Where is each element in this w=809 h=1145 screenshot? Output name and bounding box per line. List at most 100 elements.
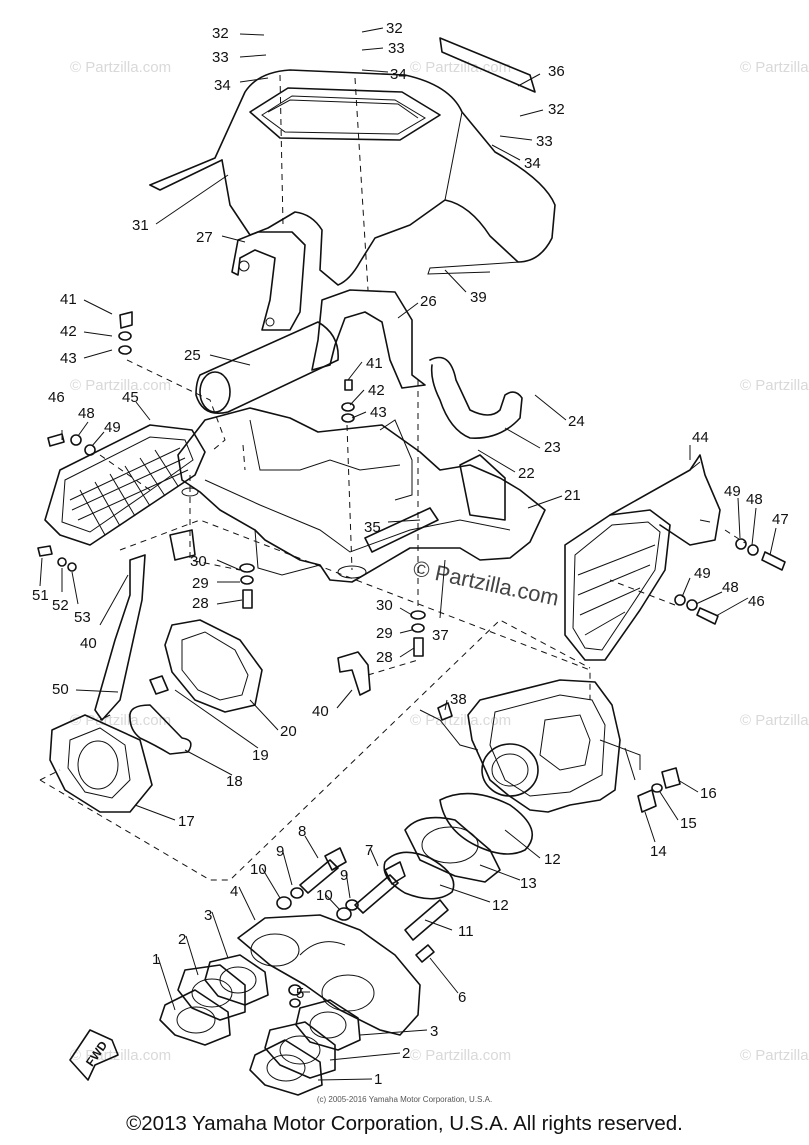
carburetor (467, 679, 621, 813)
watermark: © Partzilla.com (70, 377, 171, 394)
callout-label: 3 (204, 907, 212, 924)
callout-label: 46 (48, 389, 65, 406)
seal-strip (439, 37, 536, 93)
holder-13 (404, 816, 501, 883)
callout-label: 44 (692, 429, 709, 446)
watermark: © Partzilla.com (70, 59, 171, 76)
callout-label: 30 (376, 597, 393, 614)
callout-label: 46 (748, 593, 765, 610)
callout-label: 2 (402, 1045, 410, 1062)
callout-label: 38 (450, 691, 467, 708)
callout-label: 10 (250, 861, 267, 878)
watermark: © Partzilla.com (740, 712, 809, 729)
callout-label: 34 (214, 77, 231, 94)
callout-label: 43 (60, 350, 77, 367)
fwd-arrow (69, 1029, 119, 1081)
gasket-20 (164, 619, 263, 713)
callout-label: 6 (458, 989, 466, 1006)
watermark: © Partzilla.com (70, 1047, 171, 1064)
watermark: © Partzilla.com (410, 59, 511, 76)
callout-label: 32 (212, 25, 229, 42)
callout-label: 40 (80, 635, 97, 652)
tube-25 (195, 321, 339, 414)
callout-label: 24 (568, 413, 585, 430)
callout-label: 34 (390, 66, 407, 83)
callout-label: 49 (694, 565, 711, 582)
callout-label: 19 (252, 747, 269, 764)
callout-label: 48 (722, 579, 739, 596)
callout-label: 48 (78, 405, 95, 422)
callout-label: 25 (184, 347, 201, 364)
callout-label: 45 (122, 389, 139, 406)
callout-label: 28 (376, 649, 393, 666)
callout-label: 52 (52, 597, 69, 614)
stud-11 (404, 899, 449, 941)
watermark: © Partzilla.com (410, 712, 511, 729)
gasket-2-upper (177, 964, 246, 1021)
gasket-1-upper (159, 989, 231, 1046)
gasket-12-upper (439, 792, 534, 855)
callout-label: 9 (340, 867, 348, 884)
callout-label: 33 (388, 40, 405, 57)
callout-label: 4 (230, 883, 238, 900)
bracket-40 (169, 529, 196, 561)
watermark-center: © Partzilla.com (411, 555, 561, 610)
callout-label: 48 (746, 491, 763, 508)
callout-label: 13 (520, 875, 537, 892)
callout-label: 5 (296, 985, 304, 1002)
callout-label: 49 (724, 483, 741, 500)
gasket-3-lower (295, 999, 361, 1051)
callout-label: 42 (368, 382, 385, 399)
watermark-group: © Partzilla.com © Partzilla.com © Partzi… (70, 59, 809, 1064)
callout-label: 16 (700, 785, 717, 802)
watermark: © Partzilla.com (70, 712, 171, 729)
callout-label: 53 (74, 609, 91, 626)
callout-label: 32 (386, 20, 403, 37)
callout-label: 50 (52, 681, 69, 698)
callout-label: 11 (458, 923, 474, 940)
callout-label: 27 (196, 229, 213, 246)
callout-label: 43 (370, 404, 387, 421)
callout-label: 49 (104, 419, 121, 436)
callout-label: 1 (152, 951, 160, 968)
callout-label: 42 (60, 323, 77, 340)
callout-label: 31 (132, 217, 149, 234)
grille-44 (564, 509, 671, 661)
grille-45 (44, 424, 206, 546)
callout-label: 40 (312, 703, 329, 720)
callout-label: 28 (192, 595, 209, 612)
watermark: © Partzilla.com (740, 377, 809, 394)
callout-label: 36 (548, 63, 565, 80)
callout-label: 12 (492, 897, 509, 914)
callout-label: 32 (548, 101, 565, 118)
watermark: © Partzilla.com (740, 1047, 809, 1064)
bracket-26 (311, 289, 426, 389)
callout-label: 41 (60, 291, 77, 308)
callout-label: 35 (364, 519, 381, 536)
parts-line-art (37, 37, 786, 1096)
plate-35 (364, 507, 439, 553)
callout-label: 2 (178, 931, 186, 948)
callout-label: 29 (376, 625, 393, 642)
upper-cover (149, 69, 556, 286)
callout-label: 26 (420, 293, 437, 310)
callout-label: 33 (536, 133, 553, 150)
callout-label: 14 (650, 843, 667, 860)
manifold-4 (237, 914, 421, 1036)
callout-label: 20 (280, 723, 297, 740)
callout-label: 23 (544, 439, 561, 456)
callout-label: 33 (212, 49, 229, 66)
callout-label: 15 (680, 815, 697, 832)
callout-labels: 32 33 34 32 33 34 36 32 33 34 31 27 39 2… (32, 20, 789, 1088)
bracket-40-center (337, 651, 371, 696)
callout-label: 7 (365, 842, 373, 859)
watermark: © Partzilla.com (740, 59, 809, 76)
callout-label: 39 (470, 289, 487, 306)
callout-label: 30 (190, 553, 207, 570)
gasket-1-lower (249, 1039, 323, 1096)
small-copyright: (c) 2005-2016 Yamaha Motor Corporation, … (316, 1095, 493, 1104)
callout-label: 18 (226, 773, 243, 790)
callout-label: 22 (518, 465, 535, 482)
callout-label: 12 (544, 851, 561, 868)
